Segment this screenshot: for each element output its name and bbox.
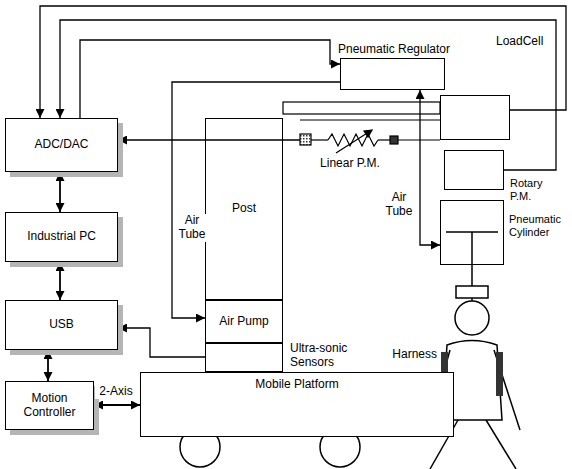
node-label: Pneumatic Cylinder	[509, 213, 571, 238]
platform-box: Mobile Platform	[140, 372, 454, 437]
node-label: Industrial PC	[27, 230, 96, 244]
connector	[59, 172, 61, 212]
controller-box: Motion Controller	[5, 381, 94, 430]
resistor-symbol	[300, 130, 440, 153]
label-holder: USB	[6, 301, 117, 349]
connector	[60, 20, 556, 170]
loadcell-box: LoadCell	[440, 95, 510, 140]
connector	[59, 262, 61, 300]
node-label: Mobile Platform	[141, 373, 453, 392]
interface-box: ADC/DAC	[5, 118, 118, 172]
node-label: Motion Controller	[8, 392, 91, 420]
connector	[94, 404, 140, 406]
node-label: Air Pump	[219, 315, 268, 329]
label-holder: ADC/DAC	[6, 119, 117, 171]
regulator-box: Pneumatic Regulator	[340, 58, 445, 90]
connector	[47, 350, 49, 381]
cylinder-box: Pneumatic Cylinder	[440, 200, 504, 265]
node-label: USB	[49, 318, 74, 332]
harness-strap	[496, 352, 503, 396]
support-beam	[283, 102, 440, 114]
edge-label: 2-Axis	[95, 385, 137, 399]
node-label: Post	[232, 202, 256, 216]
piston-rod	[446, 232, 498, 298]
node-label: Linear P.M.	[300, 157, 400, 171]
node-label: Pneumatic Regulator	[329, 43, 459, 57]
label-holder: Industrial PC	[6, 213, 117, 261]
connector	[80, 40, 340, 118]
node-label: LoadCell	[496, 35, 552, 49]
edge-label: Air Tube	[383, 191, 415, 219]
rail-line	[300, 120, 440, 121]
node-label: ADC/DAC	[34, 138, 88, 152]
sensor-box: Ultra-sonic Sensors	[205, 343, 283, 372]
connector	[172, 82, 340, 318]
connector	[118, 328, 205, 357]
post-box: Post	[205, 118, 283, 300]
connector	[420, 90, 440, 245]
node-label: Rotary P.M.	[510, 177, 566, 202]
interface-box: USB	[5, 300, 118, 350]
pump-box: Air Pump	[205, 300, 283, 343]
part-label: Harness	[391, 348, 438, 362]
potentiometer-part: Linear P.M.	[300, 128, 400, 172]
label-holder: Post	[206, 119, 282, 299]
label-holder: Air Pump	[206, 301, 282, 342]
sensor-box: Rotary P.M.	[444, 150, 504, 190]
label-holder: Motion Controller	[6, 382, 93, 429]
computer-box: Industrial PC	[5, 212, 118, 262]
node-label: Ultra-sonic Sensors	[290, 342, 362, 370]
edge-label: Air Tube	[176, 214, 208, 242]
connector	[118, 139, 300, 140]
